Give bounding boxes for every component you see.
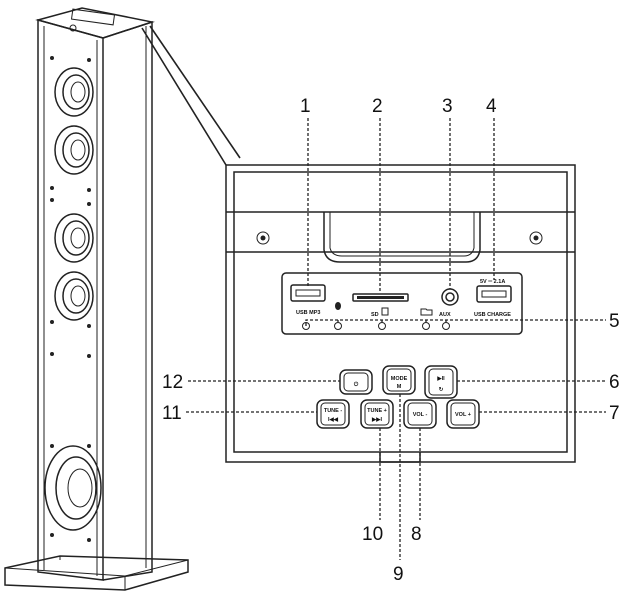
play-pause-icon: ▶II — [436, 375, 445, 382]
aux-label: AUX — [439, 312, 451, 318]
top-panel — [70, 8, 116, 26]
callout-7: 7 — [609, 403, 620, 424]
tweeter-speaker-4 — [54, 271, 94, 321]
control-panel-enlarged: USB MP3 SD AUX 5V ═ 2.1A — [225, 164, 576, 463]
usb-mp3-port — [290, 284, 326, 302]
callout-8: 8 — [411, 524, 422, 545]
callout-numbers: 1 2 3 4 5 6 7 8 9 10 11 12 — [162, 96, 620, 585]
sd-card-icon — [381, 307, 389, 316]
callout-4: 4 — [486, 96, 497, 117]
callout-1: 1 — [300, 96, 311, 117]
connector-strip: USB MP3 SD AUX 5V ═ 2.1A — [281, 272, 523, 335]
mode-button[interactable]: MODE M — [382, 365, 416, 395]
vol-minus-label: VOL - — [413, 412, 428, 418]
tower-side — [102, 20, 153, 581]
mode-sub-label: M — [397, 384, 402, 390]
aux-jack — [441, 288, 459, 306]
callout-10: 10 — [362, 524, 383, 545]
play-pause-button[interactable]: ▶II ↻ — [424, 365, 458, 399]
callout-9: 9 — [393, 564, 404, 585]
tweeter-speaker-3 — [54, 213, 94, 263]
callout-3: 3 — [442, 96, 453, 117]
prev-icon: I◀◀ — [328, 416, 339, 423]
tune-minus-label: TUNE - — [324, 408, 343, 414]
usb-charge-port — [476, 285, 512, 303]
woofer-speaker — [44, 445, 102, 531]
top-knob — [69, 24, 77, 32]
vol-plus-label: VOL + — [455, 412, 471, 418]
band-screws — [256, 231, 543, 245]
callout-5: 5 — [609, 311, 620, 332]
sd-card-slot — [352, 293, 409, 302]
tweeter-speaker-1 — [54, 67, 94, 117]
next-icon: ▶▶I — [371, 416, 382, 423]
handle-cutout — [323, 212, 481, 263]
mic-icon — [335, 302, 341, 310]
tweeter-speaker-2 — [54, 125, 94, 175]
tune-minus-button[interactable]: TUNE - I◀◀ — [316, 399, 350, 429]
vol-plus-button[interactable]: VOL + — [446, 399, 480, 429]
power-icon: ⏻ — [354, 381, 359, 388]
callout-2: 2 — [372, 96, 383, 117]
leader-lines — [186, 118, 606, 560]
sd-label: SD — [371, 312, 379, 318]
mode-label: MODE — [391, 376, 408, 382]
repeat-icon: ↻ — [439, 386, 444, 393]
zoom-lines — [141, 25, 241, 166]
handle-band — [226, 211, 575, 253]
tower-top — [35, 7, 155, 39]
indicator-leds — [302, 322, 450, 330]
tune-plus-label: TUNE + — [367, 408, 387, 414]
usb-charge-label: USB CHARGE — [474, 312, 511, 318]
panel-housing — [225, 164, 576, 463]
callout-6: 6 — [609, 372, 620, 393]
folder-icon — [420, 308, 433, 316]
vol-minus-button[interactable]: VOL - — [403, 399, 437, 429]
callout-12: 12 — [162, 372, 183, 393]
callout-11: 11 — [162, 403, 182, 424]
power-button[interactable]: ⏻ — [339, 369, 373, 395]
tower-base-edges — [4, 556, 189, 590]
panel-inner-frame — [233, 171, 568, 453]
usb-mp3-label: USB MP3 — [296, 310, 320, 316]
tower-screws — [50, 56, 91, 542]
tune-plus-button[interactable]: TUNE + ▶▶I — [360, 399, 394, 429]
tower-speaker — [4, 7, 189, 591]
charge-rating-label: 5V ═ 2.1A — [480, 279, 505, 285]
